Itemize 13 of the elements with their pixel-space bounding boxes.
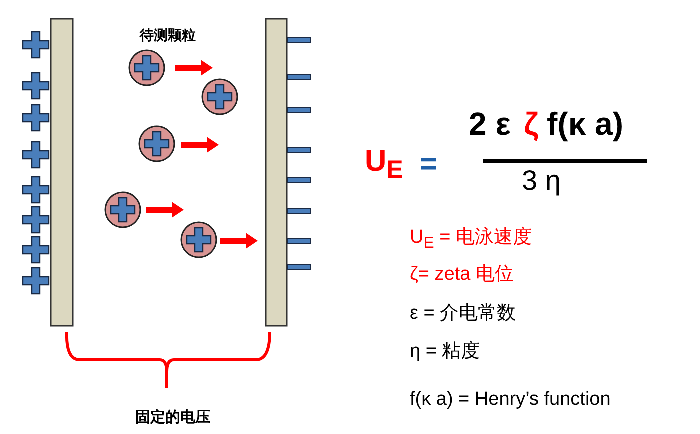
formula-numerator: f(κ a) — [547, 107, 624, 142]
definition-text: f(κ a) = Henry’s function — [410, 390, 611, 411]
formula-denominator: 3 η — [522, 166, 561, 197]
definition-text: U$_{E}$ = 电泳速度 — [410, 228, 532, 252]
formula-symbol: U$_{E}$ — [365, 145, 404, 184]
heading: 待测颗粒 — [140, 28, 196, 44]
definition-text: ε = 介电常数 — [410, 304, 516, 325]
formula-numerator: ζ — [524, 107, 539, 142]
equals-sign: = — [420, 148, 438, 181]
definition-text: ζ= zeta 电位 — [410, 265, 514, 286]
formula-numerator: 2 ε — [469, 107, 511, 142]
voltage-label: 固定的电压 — [136, 410, 210, 426]
definition-text: η = 粘度 — [410, 342, 480, 363]
